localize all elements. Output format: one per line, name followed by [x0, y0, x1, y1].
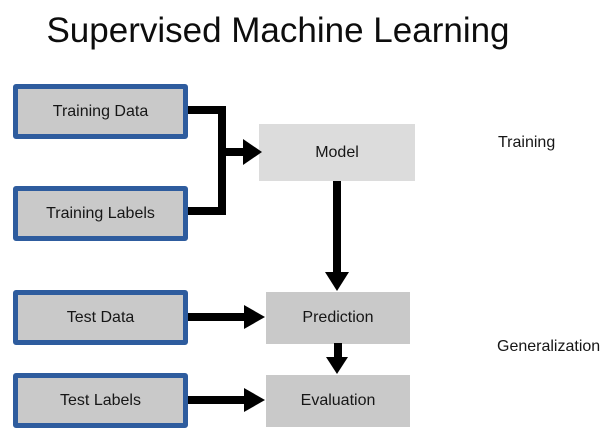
connector-to-model-shaft: [226, 148, 243, 156]
node-training-labels: Training Labels: [13, 186, 188, 241]
node-model: Model: [259, 124, 415, 181]
arrowhead-to-model-icon: [243, 139, 262, 165]
arrowhead-test-labels-to-evaluation-icon: [244, 388, 265, 412]
node-prediction-label: Prediction: [302, 309, 374, 326]
node-test-labels-label: Test Labels: [60, 391, 141, 409]
node-training-data-label: Training Data: [52, 102, 149, 120]
node-prediction: Prediction: [266, 292, 410, 344]
node-test-data: Test Data: [13, 290, 188, 345]
connector-training-data-out: [188, 106, 226, 114]
node-evaluation-label: Evaluation: [300, 392, 376, 409]
connector-test-labels-to-evaluation-shaft: [188, 396, 245, 404]
node-test-labels: Test Labels: [13, 373, 188, 428]
connector-prediction-to-evaluation-shaft: [334, 343, 342, 358]
node-training-labels-label: Training Labels: [46, 204, 155, 222]
arrowhead-model-to-prediction-icon: [325, 272, 349, 291]
diagram-title: Supervised Machine Learning: [46, 11, 510, 50]
phase-label-training: Training: [498, 134, 556, 151]
phase-label-generalization: Generalization: [497, 338, 601, 355]
connector-training-labels-out: [188, 207, 226, 215]
node-model-label: Model: [315, 143, 359, 161]
arrowhead-prediction-to-evaluation-icon: [326, 357, 348, 374]
node-test-data-label: Test Data: [66, 308, 135, 326]
connector-test-data-to-prediction-shaft: [188, 313, 245, 321]
connector-junction-vertical: [218, 106, 226, 215]
connector-model-to-prediction-shaft: [333, 181, 341, 273]
arrowhead-test-data-to-prediction-icon: [244, 305, 265, 329]
node-evaluation: Evaluation: [266, 375, 410, 427]
node-training-data: Training Data: [13, 84, 188, 139]
